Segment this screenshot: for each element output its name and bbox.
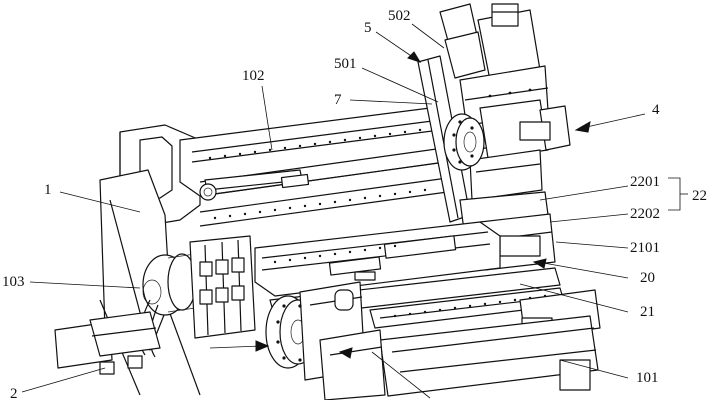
leader-502	[411, 23, 445, 49]
label-2101: 2101	[630, 240, 660, 256]
leader-lower-slide	[371, 351, 431, 399]
leader-2201	[539, 185, 629, 201]
labels: 102 1 103 2 7 501 5 502 4 2201 22 2202 2…	[2, 8, 707, 400]
arrowhead-lower-turret	[255, 340, 270, 352]
label-21: 21	[640, 304, 655, 320]
main-spindle-pulley	[138, 235, 256, 358]
leader-103	[29, 281, 141, 289]
label-102: 102	[242, 68, 265, 84]
arrowheads	[255, 51, 591, 359]
leader-7	[349, 99, 433, 105]
leader-102	[261, 85, 273, 151]
lower-right-bed	[379, 289, 601, 397]
arrowhead-lower-slide	[338, 347, 353, 359]
bracket-22	[668, 177, 681, 211]
arrowhead-4	[574, 121, 591, 133]
leader-lower-turret	[209, 345, 263, 349]
arrowhead-20	[532, 258, 547, 269]
label-502: 502	[388, 8, 411, 24]
lower-turret	[265, 281, 386, 400]
upper-turret-disc	[443, 113, 485, 171]
left-motor	[54, 311, 161, 375]
arrowhead-5	[407, 51, 422, 63]
leader-501	[361, 67, 439, 103]
label-2201: 2201	[630, 174, 660, 190]
label-501: 501	[334, 56, 357, 72]
label-4: 4	[652, 102, 660, 118]
lower-rail	[254, 221, 566, 329]
leader-lines	[21, 23, 688, 399]
leader-2202	[549, 213, 629, 223]
leader-1	[59, 191, 141, 213]
leader-4	[581, 113, 646, 129]
label-103: 103	[2, 274, 25, 290]
leader-2	[21, 367, 106, 393]
upper-rail	[179, 107, 463, 227]
label-2: 2	[10, 386, 18, 400]
label-22: 22	[692, 188, 707, 204]
label-2202: 2202	[630, 206, 660, 222]
leader-20	[537, 261, 629, 279]
label-1: 1	[44, 182, 52, 198]
label-7: 7	[334, 92, 342, 108]
spindle-head	[469, 99, 571, 201]
leader-21	[519, 283, 629, 313]
label-101: 101	[636, 370, 659, 386]
leader-101	[559, 359, 629, 379]
upper-rail-holes	[208, 128, 427, 220]
leader-2101	[555, 241, 629, 249]
label-20: 20	[640, 270, 655, 286]
label-5: 5	[364, 20, 372, 36]
